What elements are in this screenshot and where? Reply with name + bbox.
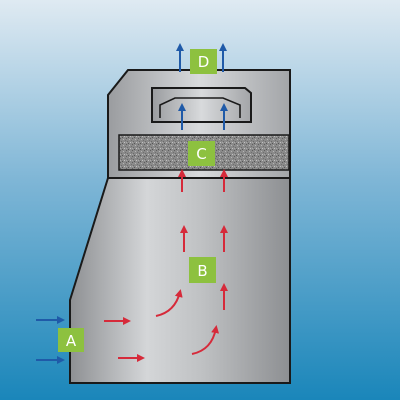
label-d-box — [190, 49, 217, 74]
airflow-arrows — [36, 43, 228, 364]
label-c: C — [188, 141, 215, 166]
label-b-text: B — [197, 262, 207, 280]
label-b-box — [189, 257, 216, 283]
label-d-text: D — [198, 53, 210, 71]
flow-arrow-curve-2 — [191, 325, 220, 355]
label-a-text: A — [66, 332, 77, 350]
label-a-box — [58, 328, 84, 352]
label-a: A — [58, 328, 84, 352]
cabinet-body — [69, 177, 291, 384]
fan-inner-outline — [159, 97, 241, 118]
label-c-text: C — [196, 145, 206, 163]
flow-arrow-curve-1 — [155, 289, 183, 317]
label-b: B — [189, 257, 216, 283]
fan-housing — [151, 87, 252, 123]
label-d: D — [190, 49, 217, 74]
label-c-box — [188, 141, 215, 166]
